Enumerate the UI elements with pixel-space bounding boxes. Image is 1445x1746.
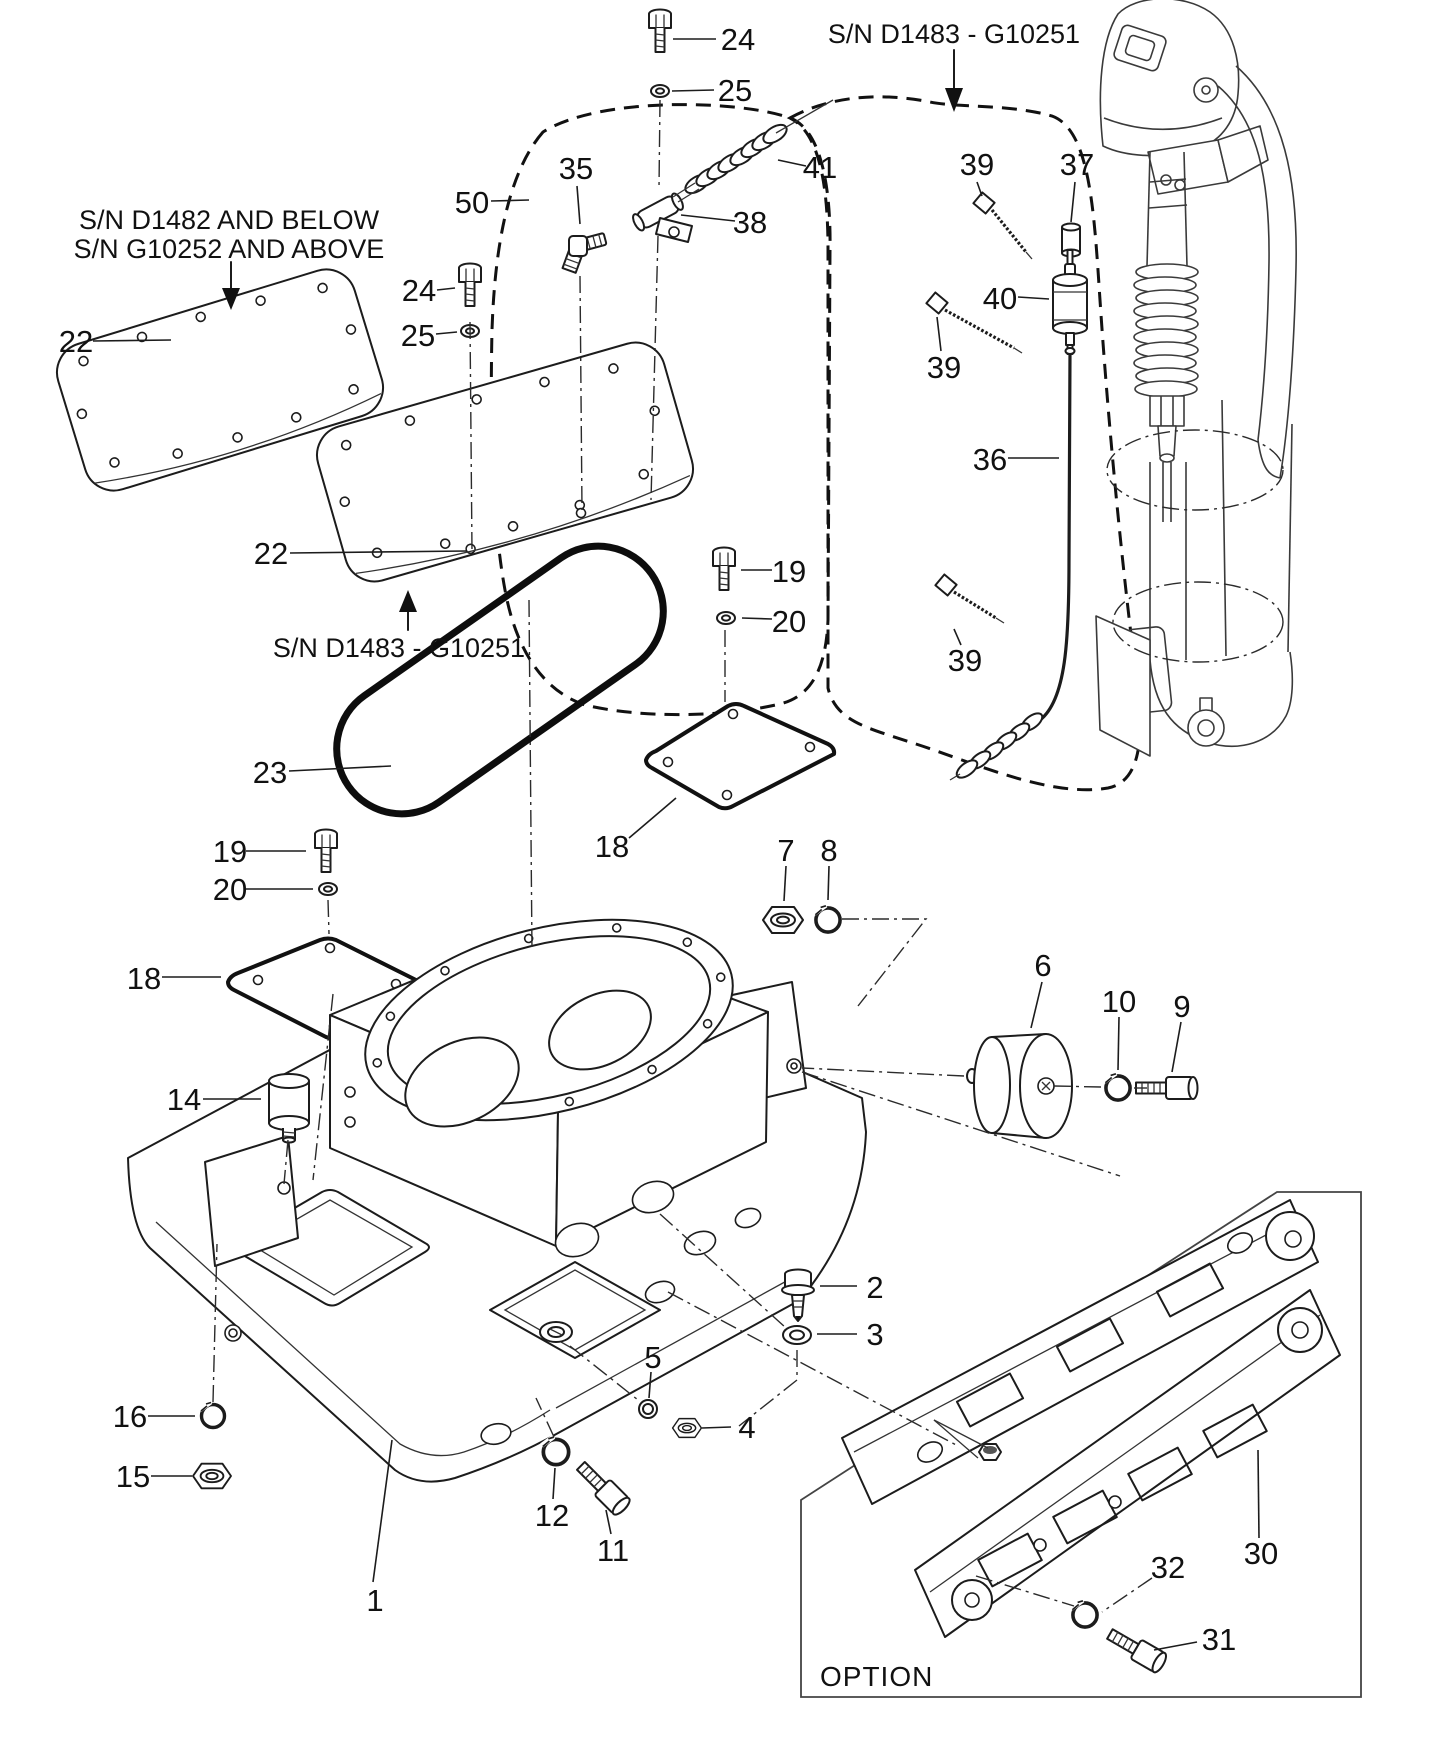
paving-pad-30 <box>914 1289 1341 1638</box>
callout-30: 30 <box>1244 1536 1278 1571</box>
callout-9: 9 <box>1173 989 1190 1024</box>
elbow-fitting-35 <box>561 232 608 274</box>
bolt-24-top <box>648 8 672 53</box>
callout-2: 2 <box>866 1270 883 1305</box>
callout-39a: 39 <box>960 147 994 182</box>
callout-6: 6 <box>1034 948 1051 983</box>
fuel-filter-40 <box>1052 249 1088 355</box>
callout-18-left: 18 <box>127 961 161 996</box>
cable-tie-39a <box>972 191 1033 260</box>
breather-cap-14 <box>268 1073 310 1144</box>
callout-37: 37 <box>1060 147 1094 182</box>
lock-washer-16 <box>200 1402 225 1428</box>
o-ring-5 <box>638 1399 658 1419</box>
callout-22-right: 22 <box>254 536 288 571</box>
nut-15 <box>192 1462 232 1490</box>
callout-40: 40 <box>983 281 1017 316</box>
callout-8: 8 <box>820 833 837 868</box>
callout-4: 4 <box>738 1410 755 1445</box>
callout-39c: 39 <box>948 643 982 678</box>
cable-tie-39b <box>925 291 1023 354</box>
callout-19-right: 19 <box>772 554 806 589</box>
callout-35: 35 <box>559 151 593 186</box>
bolt-19-right <box>712 546 736 591</box>
callout-7: 7 <box>777 833 794 868</box>
belt-23 <box>333 542 667 818</box>
callout-41: 41 <box>803 150 837 185</box>
bolt-24-left <box>458 262 482 307</box>
callout-24-left: 24 <box>402 273 436 308</box>
callout-15: 15 <box>116 1459 150 1494</box>
threaded-boss <box>539 1321 573 1343</box>
lock-washer-8 <box>814 905 840 932</box>
engine-bracket-left <box>204 1135 299 1267</box>
callout-25-top: 25 <box>718 73 752 108</box>
nut-7 <box>762 906 804 934</box>
callout-36: 36 <box>973 442 1007 477</box>
callout-10: 10 <box>1102 984 1136 1019</box>
callout-50: 50 <box>455 185 489 220</box>
pad-nut <box>978 1443 1002 1461</box>
callout-12: 12 <box>535 1498 569 1533</box>
callout-22-left: 22 <box>59 324 93 359</box>
cover-plate-22-left <box>56 268 384 492</box>
callout-3: 3 <box>866 1317 883 1352</box>
shock-spring <box>1133 263 1199 398</box>
bolt-11 <box>572 1457 634 1519</box>
callout-1: 1 <box>366 1583 383 1618</box>
throttle-spring-41 <box>672 99 834 203</box>
option-box <box>800 1191 1362 1698</box>
bolt-19-left <box>314 828 338 873</box>
nut-4 <box>671 1417 703 1439</box>
rubber-mount-6 <box>966 1033 1073 1139</box>
serial-note-arrows <box>222 49 963 631</box>
drain-plug-2 <box>781 1268 815 1322</box>
callout-14: 14 <box>167 1082 201 1117</box>
lock-washer-12 <box>542 1437 569 1465</box>
callout-16: 16 <box>113 1399 147 1434</box>
serial-note-left-line2: S/N G10252 AND ABOVE <box>74 234 385 264</box>
callout-19-left: 19 <box>213 834 247 869</box>
callout-20-right: 20 <box>772 604 806 639</box>
cover-plate-18-right <box>644 702 837 811</box>
seal-washer-3 <box>782 1325 812 1345</box>
serial-note-left-line1: S/N D1482 AND BELOW <box>79 205 380 235</box>
alignment-lines <box>212 99 1147 1607</box>
cable-clamp-38 <box>632 192 693 243</box>
callout-24-top: 24 <box>721 22 755 57</box>
callout-39b: 39 <box>927 350 961 385</box>
lock-washer-10 <box>1104 1073 1130 1100</box>
callout-5: 5 <box>644 1340 661 1375</box>
callout-23: 23 <box>253 755 287 790</box>
washer-20-left <box>318 882 338 896</box>
dashed-group-boundary-50 <box>489 95 1142 792</box>
cylinder-spacer-37 <box>1061 222 1081 258</box>
washer-25-top <box>650 84 670 98</box>
serial-note-mid: S/N D1483 - G10251 <box>273 633 525 663</box>
callout-31: 31 <box>1202 1622 1236 1657</box>
leader-lines <box>92 38 1260 1651</box>
callout-38: 38 <box>733 205 767 240</box>
callout-32: 32 <box>1151 1550 1185 1585</box>
option-label: OPTION <box>820 1661 933 1692</box>
callout-20-left: 20 <box>213 872 247 907</box>
cable-tie-39c <box>934 573 1005 624</box>
serial-note-top: S/N D1483 - G10251 <box>828 19 1080 49</box>
fuel-line-36 <box>949 347 1076 781</box>
callout-11: 11 <box>597 1533 629 1568</box>
washer-20-right <box>716 611 736 625</box>
gear-housing <box>329 918 769 1258</box>
callout-25-left: 25 <box>401 318 435 353</box>
callout-18-right: 18 <box>595 829 629 864</box>
pad-holder-plate <box>841 1199 1319 1505</box>
machine-handle-assembly <box>1095 0 1297 757</box>
